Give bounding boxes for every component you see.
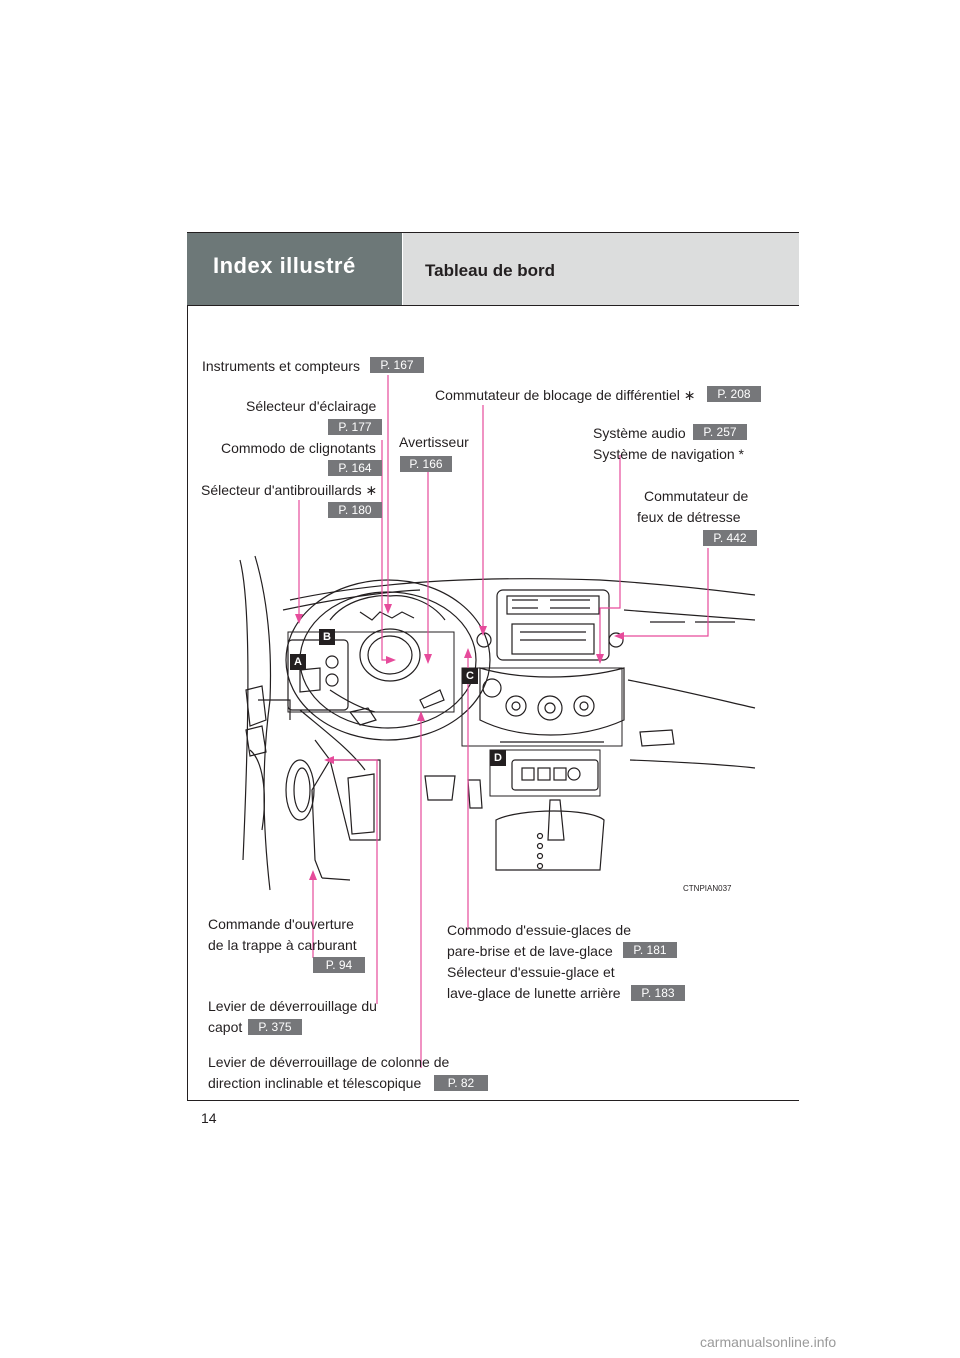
label-carburant-line2: de la trappe à carburant <box>208 937 357 953</box>
label-detresse-line1: Commutateur de <box>644 488 749 504</box>
page-ref-essuie[interactable]: P. 181 <box>623 942 677 958</box>
page-number: 14 <box>201 1110 217 1126</box>
label-avertisseur: Avertisseur <box>399 434 469 450</box>
label-antibrouillards: Sélecteur d'antibrouillards ∗ <box>201 482 377 499</box>
callout-c: C <box>462 668 478 684</box>
label-clignotants: Commodo de clignotants <box>221 440 376 456</box>
label-instruments: Instruments et compteurs <box>202 358 360 374</box>
label-blocage: Commutateur de blocage de différentiel ∗ <box>435 387 696 404</box>
page-ref-arriere[interactable]: P. 183 <box>631 985 685 1001</box>
callout-b: B <box>319 629 335 645</box>
page-ref-carburant[interactable]: P. 94 <box>313 957 365 973</box>
watermark: carmanualsonline.info <box>700 1334 837 1350</box>
page-ref-instruments[interactable]: P. 167 <box>370 357 424 373</box>
label-carburant-line1: Commande d'ouverture <box>208 916 354 932</box>
page-ref-eclairage[interactable]: P. 177 <box>328 419 382 435</box>
label-audio: Système audio <box>593 425 686 441</box>
page-ref-detresse[interactable]: P. 442 <box>703 530 757 546</box>
label-arriere-line1: Sélecteur d'essuie-glace et <box>447 964 615 980</box>
label-blocage-text: Commutateur de blocage de différentiel <box>435 387 684 403</box>
header-separator <box>402 233 403 305</box>
label-essuie-line2: pare-brise et de lave-glace <box>447 943 613 959</box>
label-essuie-line1: Commodo d'essuie-glaces de <box>447 922 631 938</box>
page-ref-clignotants[interactable]: P. 164 <box>328 460 382 476</box>
label-eclairage: Sélecteur d'éclairage <box>246 398 377 414</box>
figure-code: CTNPIAN037 <box>683 884 732 893</box>
label-detresse-line2: feux de détresse <box>637 509 741 525</box>
option-mark: ∗ <box>365 482 378 498</box>
page-ref-colonne[interactable]: P. 82 <box>434 1075 488 1091</box>
label-capot-line2: capot <box>208 1019 243 1035</box>
page-ref-blocage[interactable]: P. 208 <box>707 386 761 402</box>
label-capot-line1: Levier de déverrouillage du <box>208 998 377 1014</box>
header-top-rule <box>187 232 799 233</box>
label-colonne-line2: direction inclinable et télescopique <box>208 1075 422 1091</box>
page-ref-capot[interactable]: P. 375 <box>248 1019 302 1035</box>
frame-left-rule <box>187 305 188 1101</box>
section-tab <box>187 233 402 305</box>
callout-a: A <box>290 654 306 670</box>
header-bottom-rule <box>187 305 799 306</box>
page-ref-audio[interactable]: P. 257 <box>693 424 747 440</box>
subsection-band <box>402 233 799 305</box>
label-navigation: Système de navigation * <box>593 446 744 462</box>
label-antibrouillards-text: Sélecteur d'antibrouillards <box>201 482 366 498</box>
frame-bottom-rule <box>187 1100 799 1101</box>
page-title: Tableau de bord <box>425 261 556 280</box>
section-title: Index illustré <box>213 253 356 278</box>
label-arriere-line2: lave-glace de lunette arrière <box>447 985 621 1001</box>
label-colonne-line1: Levier de déverrouillage de colonne de <box>208 1054 450 1070</box>
callout-d: D <box>490 750 506 766</box>
page-ref-antibrouillards[interactable]: P. 180 <box>328 502 382 518</box>
option-mark: ∗ <box>683 387 696 403</box>
page-ref-avertisseur[interactable]: P. 166 <box>400 456 452 472</box>
